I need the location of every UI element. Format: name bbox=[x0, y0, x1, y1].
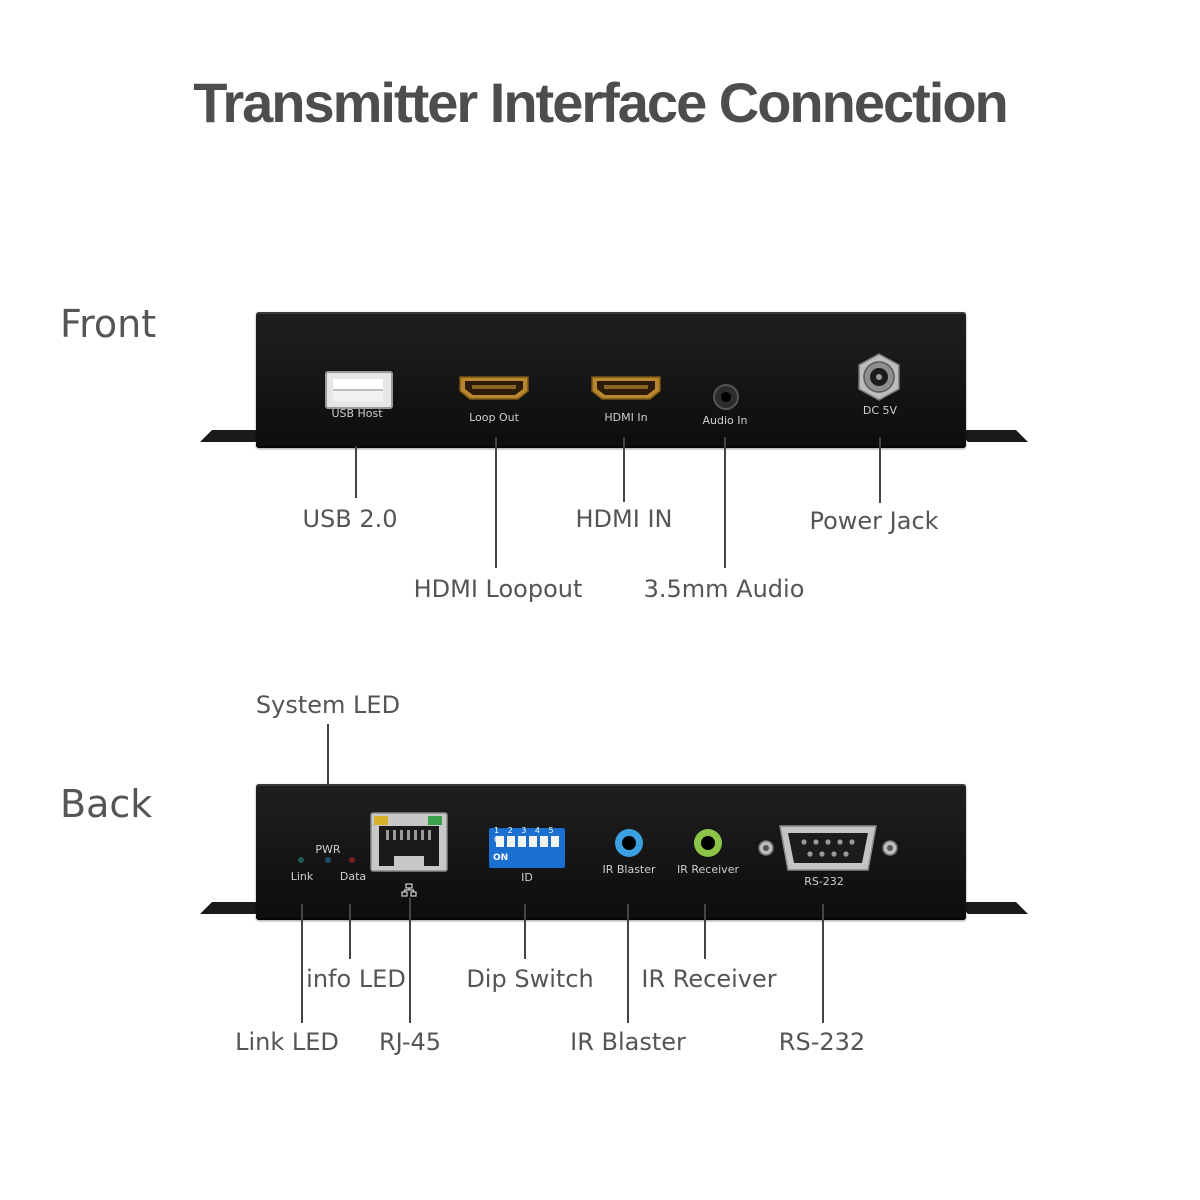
callout-ir-receiver: IR Receiver bbox=[641, 965, 777, 993]
dip-switch-icon: 1 2 3 4 5 6 ON bbox=[489, 826, 565, 868]
hdmi-in-port-icon bbox=[590, 375, 662, 401]
id-label: ID bbox=[521, 871, 533, 884]
callout-dip-switch: Dip Switch bbox=[466, 965, 594, 993]
rj45-port-icon bbox=[370, 812, 448, 872]
front-panel: USB Host Loop Out HDMI In Audio In bbox=[256, 312, 966, 448]
ir-receiver-label: IR Receiver bbox=[677, 863, 739, 876]
audio-leader-line bbox=[724, 437, 726, 568]
data-led-icon bbox=[349, 857, 355, 863]
data-led-label: Data bbox=[339, 870, 367, 883]
callout-info-led: info LED bbox=[306, 965, 406, 993]
hdmi-loopout-leader-line bbox=[495, 437, 497, 568]
front-right-flange bbox=[956, 430, 1028, 442]
back-label: Back bbox=[60, 782, 153, 826]
link-led-label: Link bbox=[290, 870, 314, 883]
loop-out-label: Loop Out bbox=[469, 411, 519, 424]
audio-jack-icon bbox=[713, 384, 739, 410]
usb-leader-line bbox=[355, 446, 357, 498]
callout-link-led: Link LED bbox=[235, 1028, 339, 1056]
rs232-port-label: RS-232 bbox=[804, 875, 844, 888]
link-led-leader-line bbox=[301, 904, 303, 1023]
ir-blaster-label: IR Blaster bbox=[602, 863, 656, 876]
ir-blaster-jack-icon bbox=[615, 829, 643, 857]
hdmi-in-label: HDMI In bbox=[604, 411, 648, 424]
dip-on-label: ON bbox=[493, 853, 509, 863]
front-label: Front bbox=[60, 302, 157, 346]
rj45-leader-line bbox=[409, 898, 411, 1023]
usb-host-label: USB Host bbox=[331, 407, 383, 420]
audio-in-label: Audio In bbox=[702, 414, 748, 427]
callout-hdmi-loopout: HDMI Loopout bbox=[413, 575, 583, 603]
power-leader-line bbox=[879, 437, 881, 503]
ir-blaster-leader-line bbox=[627, 904, 629, 1023]
rs232-leader-line bbox=[822, 904, 824, 1023]
system-led-leader-line bbox=[327, 724, 329, 788]
usb-port-icon bbox=[325, 371, 393, 409]
dip-numbers-label: 1 2 3 4 5 6 bbox=[494, 826, 557, 844]
back-panel: PWR Link Data bbox=[256, 784, 966, 920]
ir-receiver-leader-line bbox=[704, 904, 706, 959]
back-right-flange bbox=[956, 902, 1028, 914]
network-icon bbox=[401, 882, 417, 897]
callout-usb-2-0: USB 2.0 bbox=[302, 505, 398, 533]
callout-system-led: System LED bbox=[255, 691, 401, 719]
pwr-led-icon bbox=[325, 857, 331, 863]
hdmi-in-leader-line bbox=[623, 437, 625, 502]
callout-rj-45: RJ-45 bbox=[378, 1028, 442, 1056]
hdmi-loop-out-port-icon bbox=[458, 375, 530, 401]
callout-hdmi-in: HDMI IN bbox=[575, 505, 673, 533]
callout-ir-blaster: IR Blaster bbox=[570, 1028, 686, 1056]
link-led-icon bbox=[298, 857, 304, 863]
callout-3-5mm-audio: 3.5mm Audio bbox=[643, 575, 805, 603]
dip-switch-leader-line bbox=[524, 904, 526, 959]
dc-5v-label: DC 5V bbox=[862, 404, 898, 417]
callout-rs-232: RS-232 bbox=[778, 1028, 866, 1056]
page-title: Transmitter Interface Connection bbox=[193, 71, 1009, 134]
info-led-leader-line bbox=[349, 904, 351, 959]
dc-power-jack-icon bbox=[854, 352, 904, 402]
pwr-led-label: PWR bbox=[315, 843, 341, 856]
ir-receiver-jack-icon bbox=[694, 829, 722, 857]
rs232-port-icon bbox=[754, 822, 902, 874]
callout-power-jack: Power Jack bbox=[809, 507, 939, 535]
